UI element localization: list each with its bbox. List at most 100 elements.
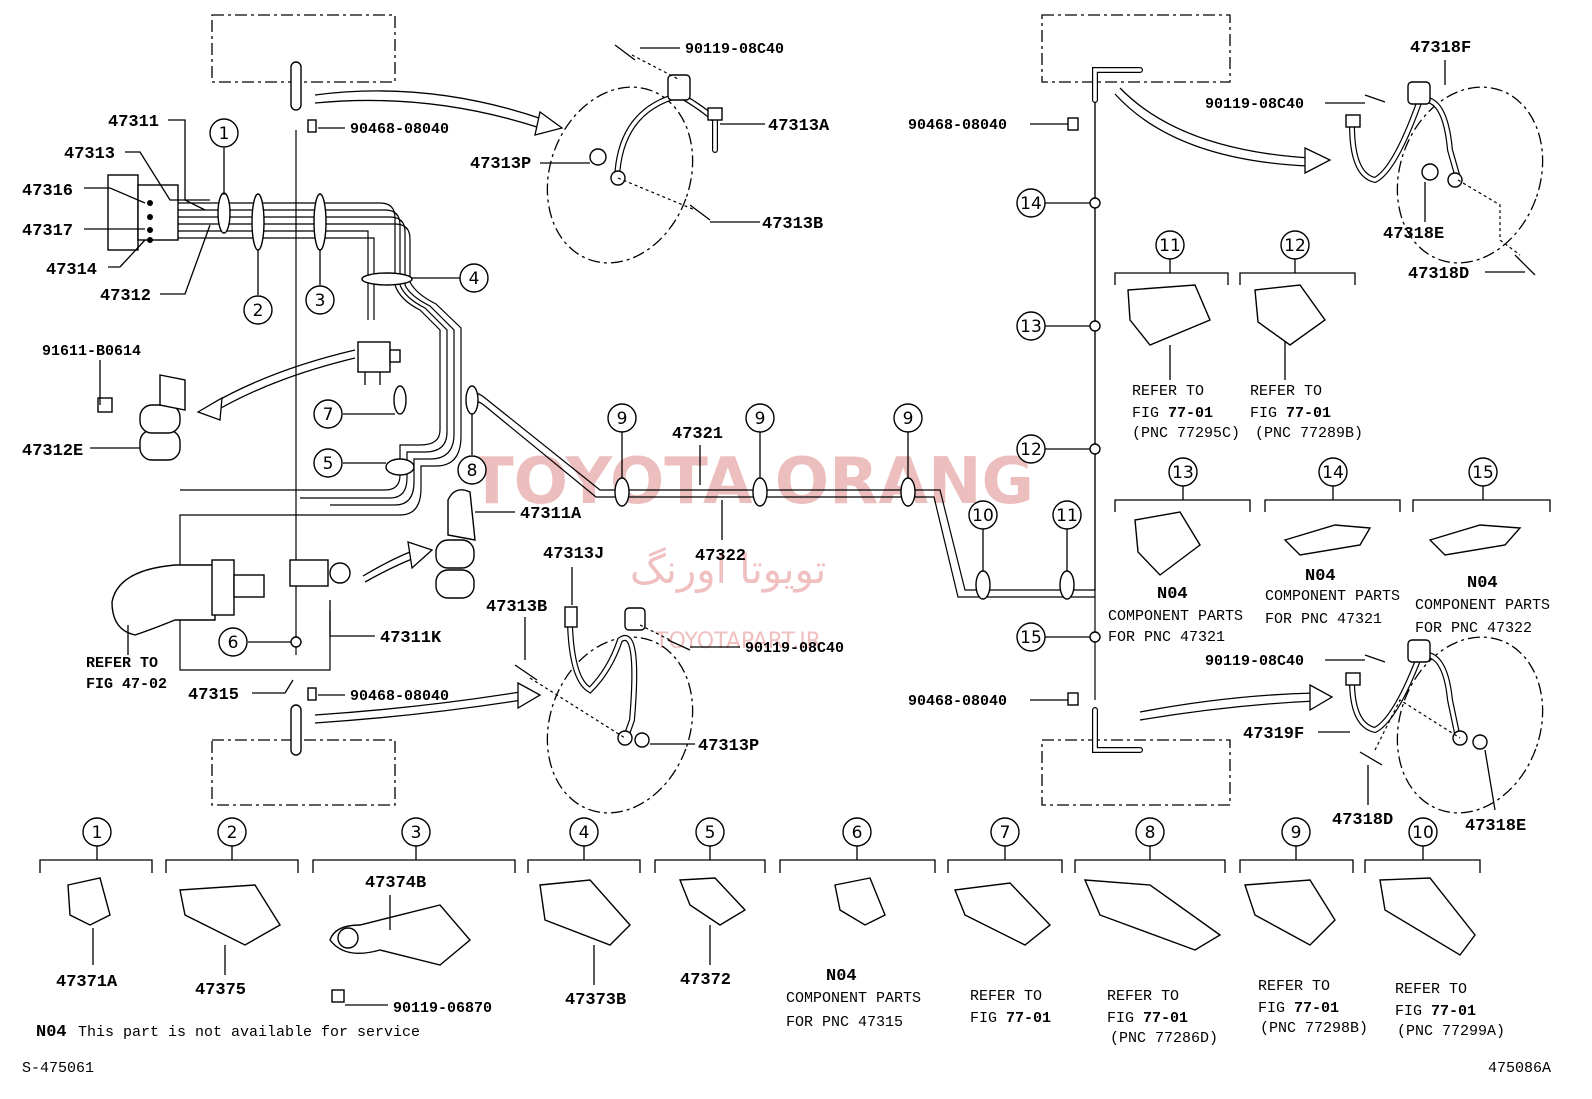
rear-junction-block [289,559,351,587]
marker-8: 8 [457,455,487,485]
master-cylinder-assembly [107,174,179,251]
label-90468-08040-d: 90468-08040 [908,693,1007,710]
svg-text:4: 4 [579,823,590,843]
svg-text:FIG: FIG [1258,1000,1285,1017]
bottom-marker-7: 7 [990,817,1020,847]
svg-text:11: 11 [1159,236,1181,256]
marker-11: 11 [1052,500,1082,530]
label-47313P-b: 47313P [698,737,759,756]
label-47312: 47312 [100,287,151,306]
svg-text:77-01: 77-01 [1431,1003,1476,1020]
svg-text:REFER TO: REFER TO [1132,383,1204,400]
label-90119-08C40-a: 90119-08C40 [685,41,784,58]
bottom-marker-1: 1 [82,817,112,847]
svg-text:(PNC 77289B): (PNC 77289B) [1255,425,1363,442]
label-47311: 47311 [108,113,159,132]
label-90468-08040-b: 90468-08040 [350,688,449,705]
callout-8-text: REFER TO FIG 77-01 (PNC 77286D) [1107,988,1218,1047]
label-47319F: 47319F [1243,725,1304,744]
marker-3: 3 [305,285,335,315]
svg-text:77-01: 77-01 [1168,405,1213,422]
svg-text:12: 12 [1020,440,1042,460]
bottom-marker-4: 4 [569,817,599,847]
flex-hose-front-left [589,44,723,221]
label-90468-08040-c: 90468-08040 [908,117,1007,134]
marker-9-c: 9 [893,403,923,433]
wheel-area-rear-right [1041,636,1544,814]
bracket-47311A [435,489,476,599]
callout-marker-15: 15 [1468,457,1498,487]
bottom-marker-3: 3 [401,817,431,847]
marker-9-a: 9 [607,403,637,433]
svg-text:1: 1 [219,124,230,144]
marker-14: 14 [1016,188,1046,218]
bottom-marker-9: 9 [1281,817,1311,847]
svg-text:N04: N04 [826,967,857,986]
svg-text:REFER TO: REFER TO [1250,383,1322,400]
bottom-marker-10: 10 [1408,817,1438,847]
flex-hose-rear-right [1345,639,1488,766]
label-47311K: 47311K [380,629,442,648]
svg-text:7: 7 [323,405,334,425]
marker-9-b: 9 [745,403,775,433]
right-clip-shapes [1127,284,1522,576]
svg-text:(PNC 77286D): (PNC 77286D) [1110,1030,1218,1047]
svg-text:FIG: FIG [1250,405,1277,422]
svg-text:COMPONENT PARTS: COMPONENT PARTS [1415,597,1550,614]
svg-text:9: 9 [903,409,914,429]
label-90119-08C40-d: 90119-08C40 [1205,653,1304,670]
label-47318E-a: 47318E [1383,225,1444,244]
label-47371A: 47371A [56,973,118,992]
watermark-site: TOYOTAPART.IR [654,629,821,654]
label-47375: 47375 [195,981,246,1000]
label-47313: 47313 [64,145,115,164]
svg-text:REFER TO: REFER TO [1107,988,1179,1005]
svg-text:8: 8 [1145,823,1156,843]
svg-text:1: 1 [92,823,103,843]
svg-text:13: 13 [1020,317,1042,337]
pipe-clamp-ellipses [217,192,1101,648]
svg-text:REFER TO: REFER TO [1258,978,1330,995]
svg-text:REFER TO: REFER TO [970,988,1042,1005]
marker-2: 2 [243,295,273,325]
pipe-ends [290,61,1143,756]
refer-fig-47-02-line1: REFER TO [86,655,158,672]
svg-text:11: 11 [1056,506,1078,526]
label-47318E-b: 47318E [1465,817,1526,836]
callout-7-text: REFER TO FIG 77-01 [970,988,1051,1027]
callout-13-text: N04 COMPONENT PARTS FOR PNC 47321 [1108,585,1243,646]
svg-text:COMPONENT PARTS: COMPONENT PARTS [1108,608,1243,625]
bottom-marker-5: 5 [695,817,725,847]
marker-6: 6 [218,627,248,657]
footer-note-text: This part is not available for service [78,1024,420,1041]
watermark-brand: TOYOTA ORANG [470,445,1034,519]
label-91611-B0614: 91611-B0614 [42,343,141,360]
svg-text:REFER TO: REFER TO [1395,981,1467,998]
footer-right-code: 475086A [1488,1060,1551,1077]
svg-text:3: 3 [315,291,326,311]
label-47313A: 47313A [768,117,830,136]
label-90119-08C40-b: 90119-08C40 [745,640,844,657]
bottom-marker-8: 8 [1135,817,1165,847]
footer-note-code: N04 [36,1023,67,1042]
svg-text:FIG: FIG [1132,405,1159,422]
svg-text:N04: N04 [1157,585,1188,604]
flex-hose-front-right [1345,81,1536,276]
part-leaders [84,47,1525,811]
label-47318D-b: 47318D [1332,811,1393,830]
svg-text:FOR PNC 47321: FOR PNC 47321 [1108,629,1225,646]
flex-hose-rear-left [514,606,691,748]
marker-leaders [223,148,1090,643]
callout-9-text: REFER TO FIG 77-01 (PNC 77298B) [1258,978,1368,1037]
bottom-leaders [92,895,711,1006]
marker-15: 15 [1016,622,1046,652]
callout-14-text: N04 COMPONENT PARTS FOR PNC 47321 [1265,567,1400,628]
svg-text:8: 8 [467,461,478,481]
refer-fig-47-02-line2: FIG 47-02 [86,676,167,693]
callout-marker-11: 11 [1155,230,1185,260]
main-brake-pipe [469,100,1096,700]
svg-text:(PNC 77299A): (PNC 77299A) [1397,1023,1505,1040]
svg-text:4: 4 [469,269,480,289]
marker-7: 7 [313,399,343,429]
bottom-clip-shapes [67,877,1476,1003]
